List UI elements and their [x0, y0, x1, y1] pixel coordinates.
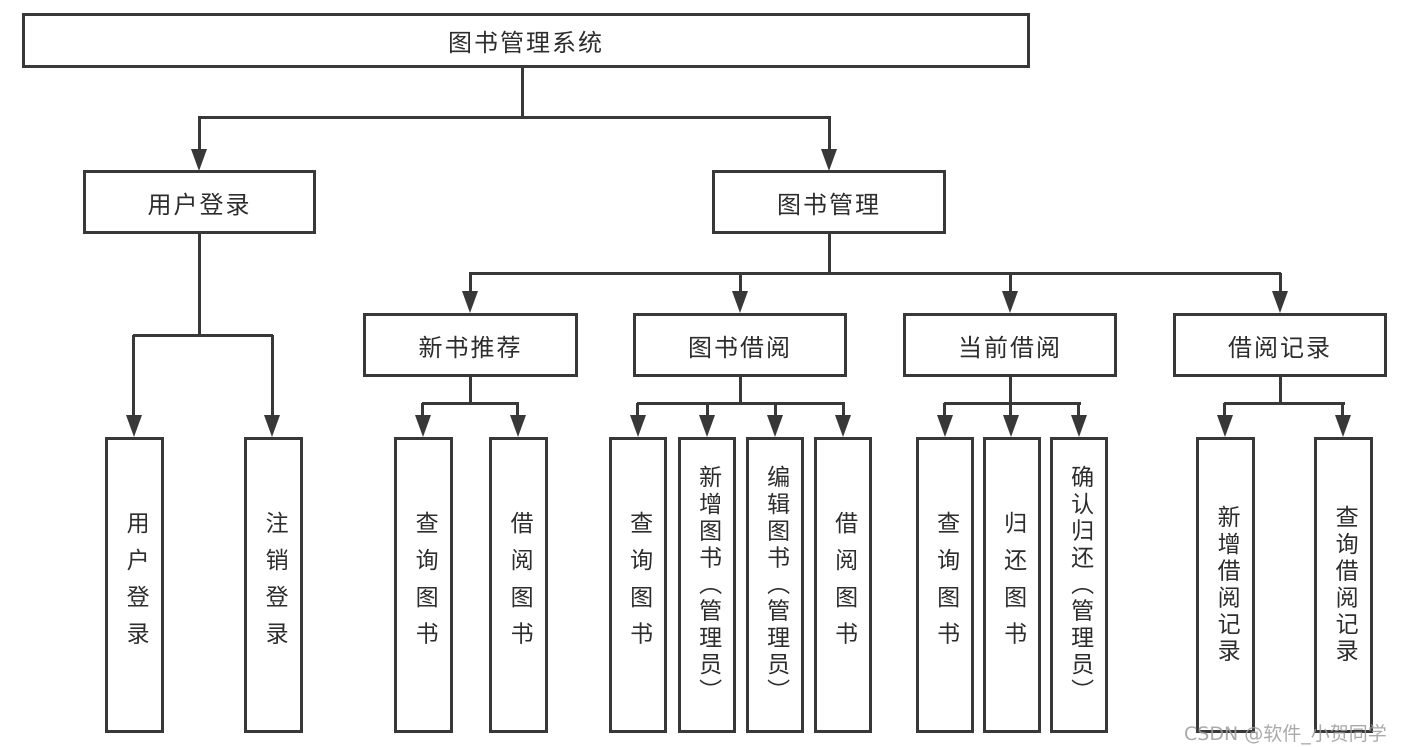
connector-arrow-shaft-bb3 — [774, 403, 777, 416]
leaf-add-books-admin: 新增图书（管理员） — [678, 437, 736, 733]
arrowhead-current-borrow — [1002, 291, 1018, 313]
leaf-user-login: 用户登录 — [105, 437, 164, 733]
arrowhead-br2 — [1335, 415, 1351, 437]
connector-arrow-shaft-br2 — [1341, 403, 1344, 416]
connector-borrowrecords-horizontal — [1224, 402, 1345, 405]
leaf-confirm-return-admin-label: 确认归还（管理员） — [1066, 464, 1093, 706]
node-new-book-recommend-label: 新书推荐 — [418, 333, 523, 362]
arrowhead-bb4 — [835, 415, 851, 437]
connector-bookborrow-horizontal — [637, 402, 845, 405]
node-book-management: 图书管理 — [712, 170, 946, 234]
watermark: CSDN @软件_小贺同学 — [1184, 723, 1387, 745]
connector-arrow-shaft-nb2 — [516, 403, 519, 416]
leaf-borrow-books-recommend-label: 借阅图书 — [506, 511, 533, 659]
arrowhead-user-login — [191, 149, 207, 171]
node-current-borrowing: 当前借阅 — [903, 313, 1117, 377]
connector-arrow-shaft-bb4 — [842, 403, 845, 416]
leaf-query-borrow-record-label: 查询借阅记录 — [1331, 504, 1358, 666]
node-borrowing-records-label: 借阅记录 — [1228, 333, 1332, 362]
connector-arrow-shaft-bb2 — [706, 403, 709, 416]
connector-bookmgmt-horizontal — [469, 272, 1281, 275]
node-new-book-recommend: 新书推荐 — [363, 313, 578, 377]
leaf-edit-books-admin: 编辑图书（管理员） — [746, 437, 804, 733]
arrowhead-bb2 — [699, 415, 715, 437]
node-book-borrowing-label: 图书借阅 — [688, 333, 792, 362]
connector-arrow-shaft-bb1 — [636, 403, 639, 416]
connector-arrow-shaft-leaf-logout — [271, 335, 274, 416]
arrowhead-book-borrow — [732, 291, 748, 313]
connector-arrow-shaft-current-borrow — [1009, 273, 1012, 293]
connector-userlogin-horizontal — [133, 334, 273, 337]
node-root: 图书管理系统 — [22, 13, 1030, 68]
arrowhead-book-management — [821, 149, 837, 171]
leaf-query-borrow-record: 查询借阅记录 — [1314, 437, 1373, 733]
arrowhead-new-book — [462, 291, 478, 313]
connector-arrow-shaft-br1 — [1223, 403, 1226, 416]
leaf-add-borrow-record-label: 新增借阅记录 — [1213, 504, 1240, 666]
leaf-borrow-books-recommend: 借阅图书 — [489, 437, 548, 733]
connector-arrow-shaft-book-management — [828, 117, 831, 151]
arrowhead-bb3 — [767, 415, 783, 437]
connector-arrow-shaft-leaf-user-login — [132, 335, 135, 416]
node-user-login-label: 用户登录 — [147, 190, 252, 219]
leaf-borrow-books-borrowing-label: 借阅图书 — [830, 511, 857, 659]
connector-arrow-shaft-cb3 — [1077, 403, 1080, 416]
node-current-borrowing-label: 当前借阅 — [958, 333, 1062, 362]
arrowhead-cb2 — [1003, 415, 1019, 437]
connector-arrow-shaft-cb2 — [1009, 403, 1012, 416]
leaf-return-books-label: 归还图书 — [999, 511, 1026, 659]
arrowhead-nb1 — [415, 415, 431, 437]
leaf-user-login-label: 用户登录 — [122, 511, 149, 659]
connector-trunk-vertical — [521, 66, 524, 118]
arrowhead-cb1 — [937, 415, 953, 437]
leaf-confirm-return-admin: 确认归还（管理员） — [1050, 437, 1108, 733]
arrowhead-br1 — [1217, 415, 1233, 437]
connector-borrowrecords-vertical — [1279, 377, 1282, 404]
arrowhead-borrow-records — [1272, 291, 1288, 313]
node-user-login: 用户登录 — [83, 170, 316, 234]
leaf-query-books-recommend-label: 查询图书 — [411, 511, 438, 659]
connector-arrow-shaft-borrow-records — [1279, 273, 1282, 293]
connector-trunk-horizontal — [198, 116, 831, 119]
node-book-borrowing: 图书借阅 — [633, 313, 847, 377]
leaf-query-books-borrowing: 查询图书 — [609, 437, 667, 733]
arrowhead-leaf-logout — [264, 415, 280, 437]
leaf-add-borrow-record: 新增借阅记录 — [1196, 437, 1255, 733]
connector-currentborrow-vertical — [1009, 377, 1012, 404]
connector-bookborrow-vertical — [739, 377, 742, 404]
leaf-query-books-borrowing-label: 查询图书 — [625, 511, 652, 659]
node-borrowing-records: 借阅记录 — [1173, 313, 1387, 377]
leaf-logout: 注销登录 — [244, 437, 303, 733]
arrowhead-bb1 — [630, 415, 646, 437]
connector-bookmgmt-vertical — [828, 233, 831, 274]
connector-newbook-vertical — [469, 377, 472, 404]
leaf-query-books-current: 查询图书 — [916, 437, 974, 733]
arrowhead-leaf-user-login — [126, 415, 142, 437]
node-root-label: 图书管理系统 — [448, 29, 604, 57]
leaf-logout-label: 注销登录 — [261, 511, 288, 659]
arrowhead-cb3 — [1071, 415, 1087, 437]
connector-arrow-shaft-book-borrow — [739, 273, 742, 293]
leaf-borrow-books-borrowing: 借阅图书 — [814, 437, 872, 733]
leaf-edit-books-admin-label: 编辑图书（管理员） — [762, 464, 789, 706]
connector-userlogin-vertical — [198, 233, 201, 336]
connector-arrow-shaft-new-book — [469, 273, 472, 293]
leaf-add-books-admin-label: 新增图书（管理员） — [694, 464, 721, 706]
connector-arrow-shaft-cb1 — [943, 403, 946, 416]
connector-newbook-horizontal — [422, 402, 519, 405]
leaf-query-books-recommend: 查询图书 — [394, 437, 453, 733]
connector-currentborrow-horizontal — [944, 402, 1081, 405]
leaf-return-books: 归还图书 — [983, 437, 1041, 733]
node-book-management-label: 图书管理 — [777, 190, 881, 219]
leaf-query-books-current-label: 查询图书 — [932, 511, 959, 659]
arrowhead-nb2 — [510, 415, 526, 437]
connector-arrow-shaft-nb1 — [421, 403, 424, 416]
connector-arrow-shaft-user-login — [198, 117, 201, 151]
